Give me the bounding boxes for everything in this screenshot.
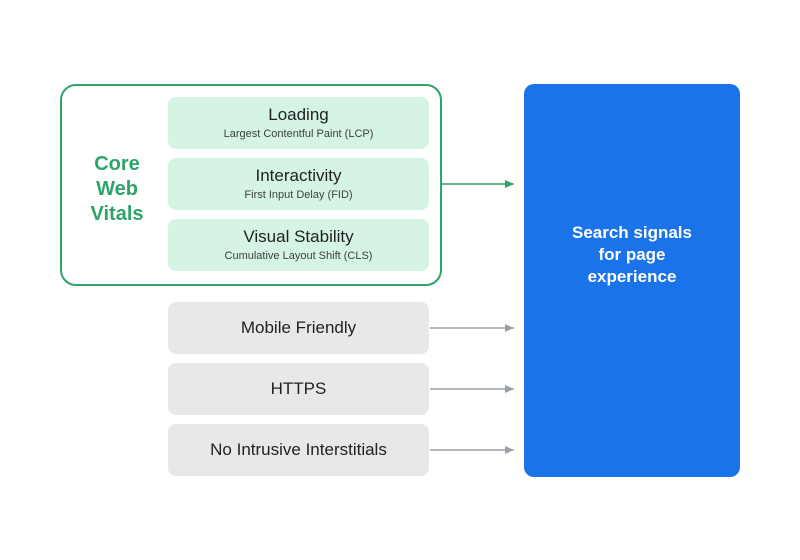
- core-web-vitals-label-line-2: Web: [96, 178, 138, 200]
- metric-subtitle: First Input Delay (FID): [244, 189, 353, 201]
- core-web-vitals-label-line-1: Core: [94, 153, 140, 175]
- metric-box-interactivity: Interactivity First Input Delay (FID): [168, 158, 429, 210]
- page-experience-label: Search signals for page experience: [572, 222, 692, 288]
- page-experience-label-line-1: Search signals: [571, 222, 692, 242]
- metric-subtitle: Cumulative Layout Shift (CLS): [224, 250, 373, 262]
- core-web-vitals-label: Core Web Vitals: [74, 152, 160, 227]
- signal-label: No Intrusive Interstitials: [210, 440, 387, 459]
- metric-subtitle: Largest Contentful Paint (LCP): [223, 128, 374, 140]
- signal-box-no-intrusive-interstitials: No Intrusive Interstitials: [168, 424, 429, 476]
- metric-box-visual-stability: Visual Stability Cumulative Layout Shift…: [168, 219, 429, 271]
- page-experience-signals-box: Search signals for page experience: [524, 84, 740, 477]
- metric-title: Visual Stability: [243, 227, 354, 246]
- signal-box-mobile-friendly: Mobile Friendly: [168, 302, 429, 354]
- page-experience-label-line-2: for page: [598, 244, 666, 264]
- page-experience-label-line-3: experience: [587, 266, 677, 286]
- core-web-vitals-label-line-3: Vitals: [90, 203, 144, 225]
- metric-box-loading: Loading Largest Contentful Paint (LCP): [168, 97, 429, 149]
- signal-label: HTTPS: [270, 379, 327, 398]
- metric-title: Loading: [268, 105, 329, 124]
- metric-title: Interactivity: [255, 166, 342, 185]
- core-web-vitals-group: [60, 84, 442, 286]
- signal-box-https: HTTPS: [168, 363, 429, 415]
- signal-label: Mobile Friendly: [240, 318, 357, 337]
